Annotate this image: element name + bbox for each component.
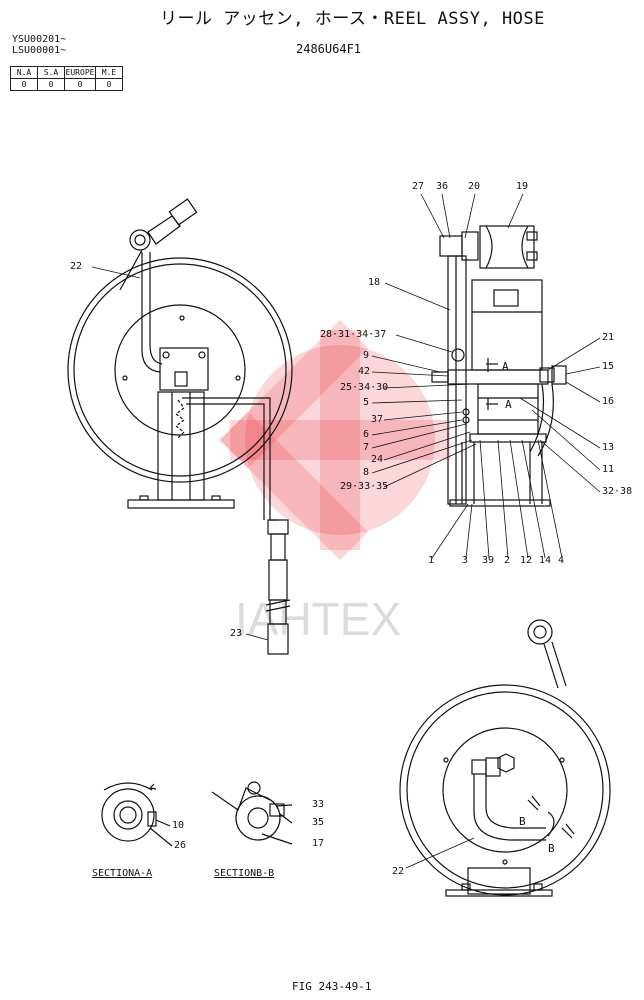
callout-23: 23 — [230, 628, 243, 639]
callout-29-33-35: 29·33·35 — [340, 481, 389, 492]
section-marker-a-lower: A — [505, 398, 512, 411]
callout-15: 15 — [602, 361, 615, 372]
callout-16: 16 — [602, 396, 615, 407]
callout-11: 11 — [602, 464, 615, 475]
callout-1: 1 — [428, 555, 435, 566]
callout-17: 17 — [312, 838, 325, 849]
callout-26: 26 — [174, 840, 187, 851]
reel-side-view — [67, 198, 293, 655]
section-marker-b-upper: B — [519, 815, 526, 828]
callout-20: 20 — [468, 181, 481, 192]
callout-33: 33 — [312, 799, 325, 810]
callout-22-side: 22 — [70, 261, 83, 272]
callout-18: 18 — [368, 277, 381, 288]
callout-12: 12 — [520, 555, 533, 566]
callout-5: 5 — [363, 397, 370, 408]
callout-6: 6 — [363, 429, 370, 440]
spec-value-me: 0 — [95, 78, 123, 91]
section-marker-a-upper: A — [502, 360, 509, 373]
callout-24: 24 — [371, 454, 384, 465]
section-a-a-drawing — [101, 782, 173, 847]
leader-lines — [91, 193, 601, 869]
section-b-b-label: SECTIONB-B — [214, 868, 275, 879]
callout-3: 3 — [462, 555, 469, 566]
callout-22-rear: 22 — [392, 866, 405, 877]
callout-2: 2 — [504, 555, 511, 566]
callout-8: 8 — [363, 467, 370, 478]
spec-table: N.A S.A EUROPE M.E 0 0 0 0 — [10, 66, 123, 91]
callout-13: 13 — [602, 442, 615, 453]
callout-14: 14 — [539, 555, 552, 566]
serial-range-ysu: YSU00201~ — [12, 34, 67, 45]
callout-21: 21 — [602, 332, 615, 343]
drawing-code: 2486U64F1 — [296, 42, 362, 56]
callout-27: 27 — [412, 181, 425, 192]
watermark-gear-icon — [219, 319, 450, 561]
callout-37: 37 — [371, 414, 384, 425]
callout-7: 7 — [363, 442, 370, 453]
section-marker-b-lower: B — [548, 842, 555, 855]
section-b-b-drawing — [211, 781, 293, 845]
callout-28-31-34-37: 28·31·34·37 — [320, 329, 387, 340]
page-title: リール アッセン, ホース・REEL ASSY, HOSE — [160, 9, 545, 29]
callout-25-34-30: 25·34·30 — [340, 382, 389, 393]
callout-19: 19 — [516, 181, 529, 192]
section-a-a-label: SECTIONA-A — [92, 868, 153, 879]
watermark-text: IAHTEX — [235, 593, 401, 645]
callout-39: 39 — [482, 555, 495, 566]
reel-front-view — [431, 225, 567, 507]
callout-32-38: 32·38 — [602, 486, 633, 497]
callout-35: 35 — [312, 817, 325, 828]
callout-4: 4 — [558, 555, 565, 566]
figure-number: FIG 243-49-1 — [292, 980, 372, 993]
callout-42: 42 — [358, 366, 371, 377]
callout-9: 9 — [363, 350, 370, 361]
reel-rear-view — [399, 619, 611, 897]
callout-10: 10 — [172, 820, 185, 831]
serial-range-lsu: LSU00001~ — [12, 45, 67, 56]
callout-36: 36 — [436, 181, 449, 192]
